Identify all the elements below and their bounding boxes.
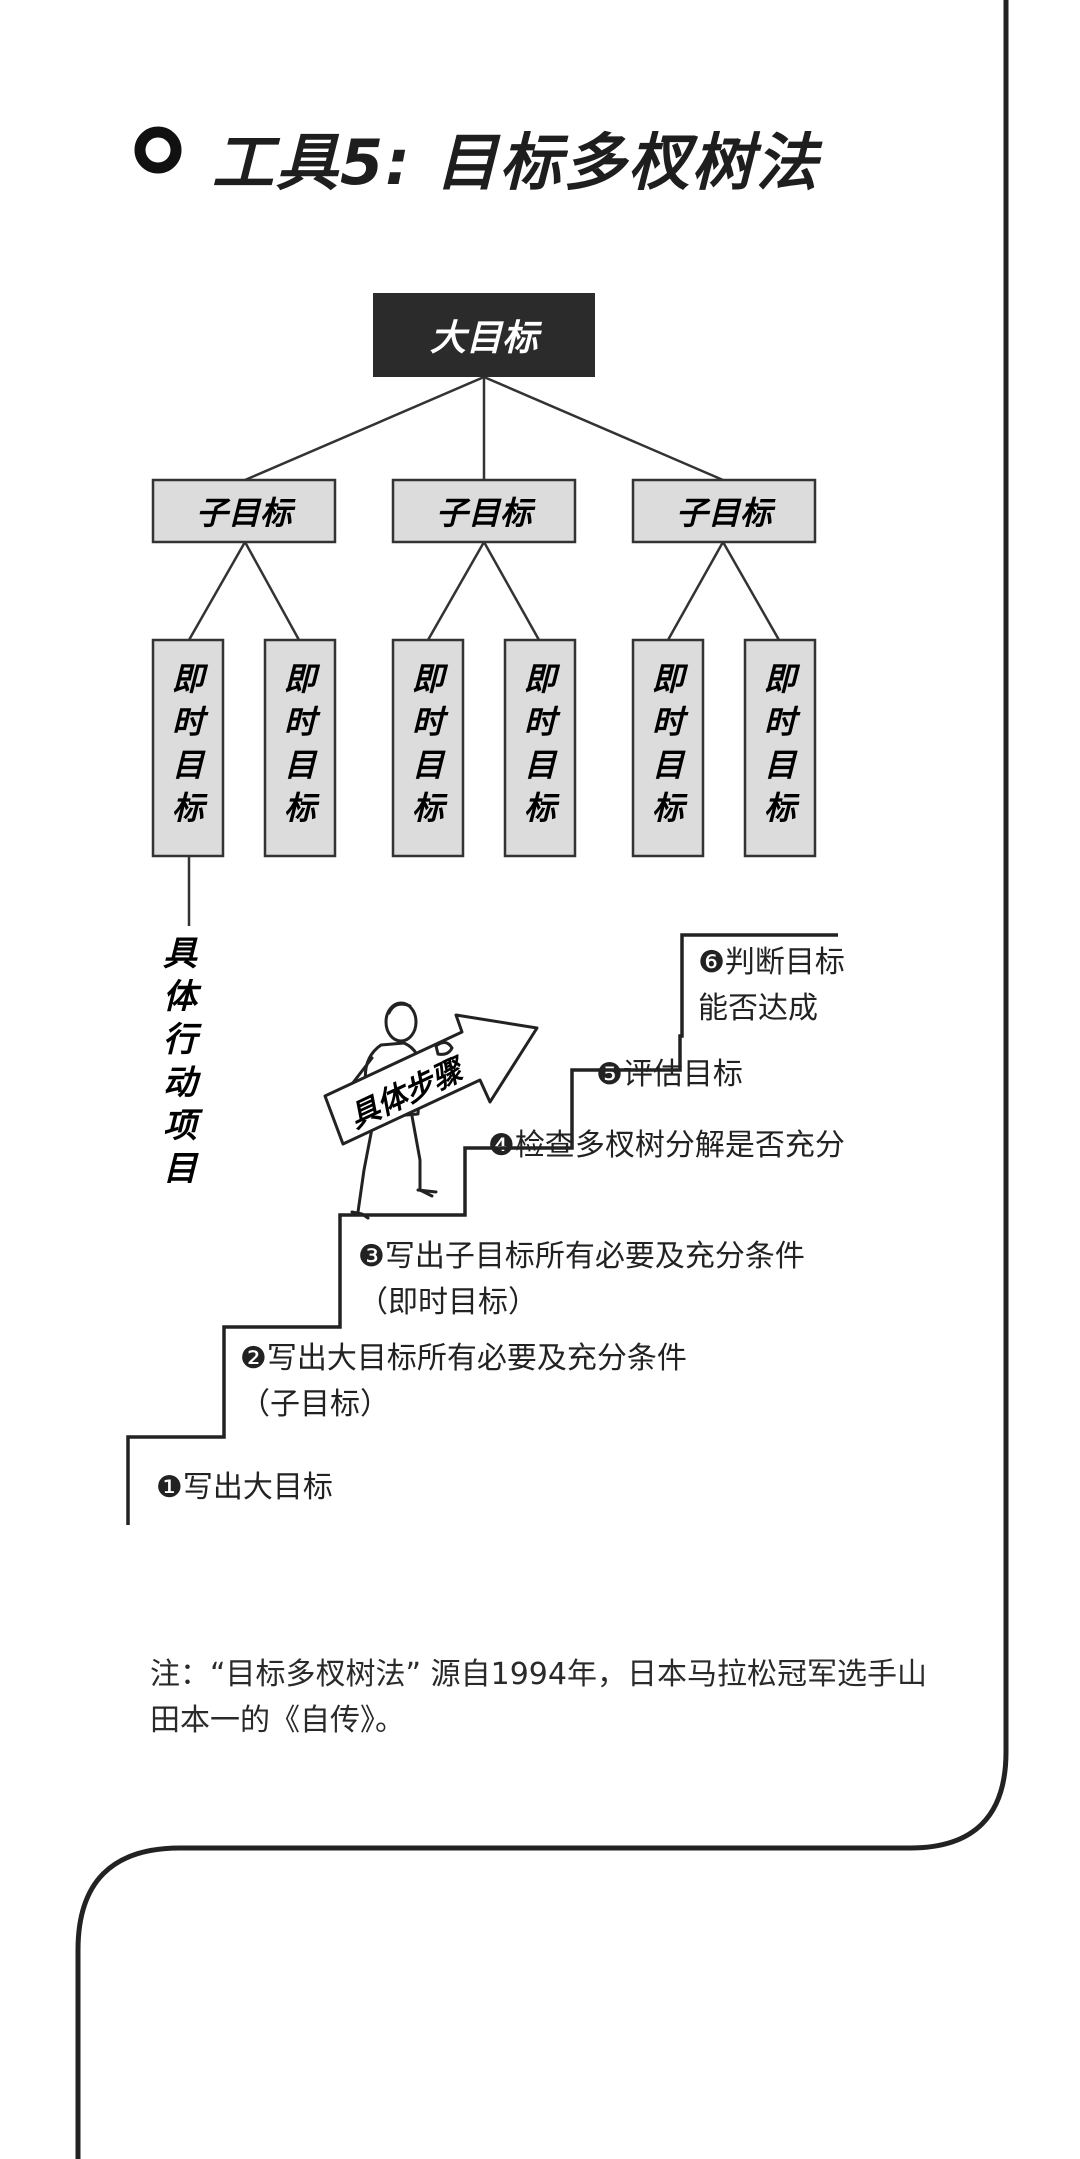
page-frame-top xyxy=(75,0,1009,2159)
page-title: 工具5: 目标多杈树法 xyxy=(212,126,820,199)
tree-leaf-box xyxy=(391,638,465,858)
tree-leaf-label: 即时目标 xyxy=(652,660,689,827)
tree-leaf-label: 即时目标 xyxy=(172,660,209,827)
tree-child-label: 子目标 xyxy=(676,494,776,532)
tree-leaf-box xyxy=(743,638,817,858)
tree-connectors xyxy=(187,375,781,926)
step-text: 检查多杈树分解是否充分 xyxy=(514,1128,845,1163)
step-5: ❺评估目标 xyxy=(596,1052,743,1098)
tree-leaf-label: 即时目标 xyxy=(524,660,561,827)
tree-leaf-label: 即时目标 xyxy=(284,660,321,827)
step-number: ❶ xyxy=(156,1470,183,1505)
step-4: ❹检查多杈树分解是否充分 xyxy=(488,1123,845,1169)
tree-leaf-label: 即时目标 xyxy=(764,660,801,827)
source-note: 注：“目标多杈树法” 源自1994年，日本马拉松冠军选手山田本一的《自传》。 xyxy=(150,1657,927,1738)
tree-child-label: 子目标 xyxy=(436,494,536,532)
step-text: 写出大目标 xyxy=(182,1470,333,1505)
tree-child-box xyxy=(391,478,577,544)
step-number: ❻ xyxy=(698,945,725,980)
staircase-outline xyxy=(126,933,838,1525)
step-number: ❹ xyxy=(488,1128,515,1163)
tree-leaf-box xyxy=(503,638,577,858)
tree-leaf-box xyxy=(631,638,705,858)
step-text-sub: （子目标） xyxy=(240,1387,390,1422)
steps-arrow-sign xyxy=(323,1013,539,1146)
step-text-sub: 能否达成 xyxy=(698,991,818,1026)
tree-leaf-box xyxy=(151,638,225,858)
step-text: 评估目标 xyxy=(622,1057,743,1092)
step-3: ❸写出子目标所有必要及充分条件 （即时目标） xyxy=(358,1234,805,1326)
action-items-label: 具体行动项目 xyxy=(163,934,203,1189)
step-1: ❶写出大目标 xyxy=(156,1465,333,1511)
step-text: 写出子目标所有必要及充分条件 xyxy=(384,1239,805,1274)
step-number: ❺ xyxy=(596,1057,623,1092)
step-2: ❷写出大目标所有必要及充分条件 （子目标） xyxy=(240,1336,687,1428)
step-text: 写出大目标所有必要及充分条件 xyxy=(266,1341,687,1376)
tree-child-box xyxy=(151,478,337,544)
step-number: ❸ xyxy=(358,1239,385,1274)
step-6: ❻判断目标 能否达成 xyxy=(698,940,845,1032)
step-text: 判断目标 xyxy=(724,945,845,980)
tree-child-box xyxy=(631,478,817,544)
tree-root-box xyxy=(373,293,595,377)
tree-root-label: 大目标 xyxy=(430,318,543,359)
tree-leaf-label: 即时目标 xyxy=(412,660,449,827)
person-hand xyxy=(434,1041,454,1056)
step-number: ❷ xyxy=(240,1341,267,1376)
tree-child-label: 子目标 xyxy=(196,494,296,532)
title-bullet-icon xyxy=(134,126,182,174)
step-text-sub: （即时目标） xyxy=(358,1285,538,1320)
tree-leaf-box xyxy=(263,638,337,858)
